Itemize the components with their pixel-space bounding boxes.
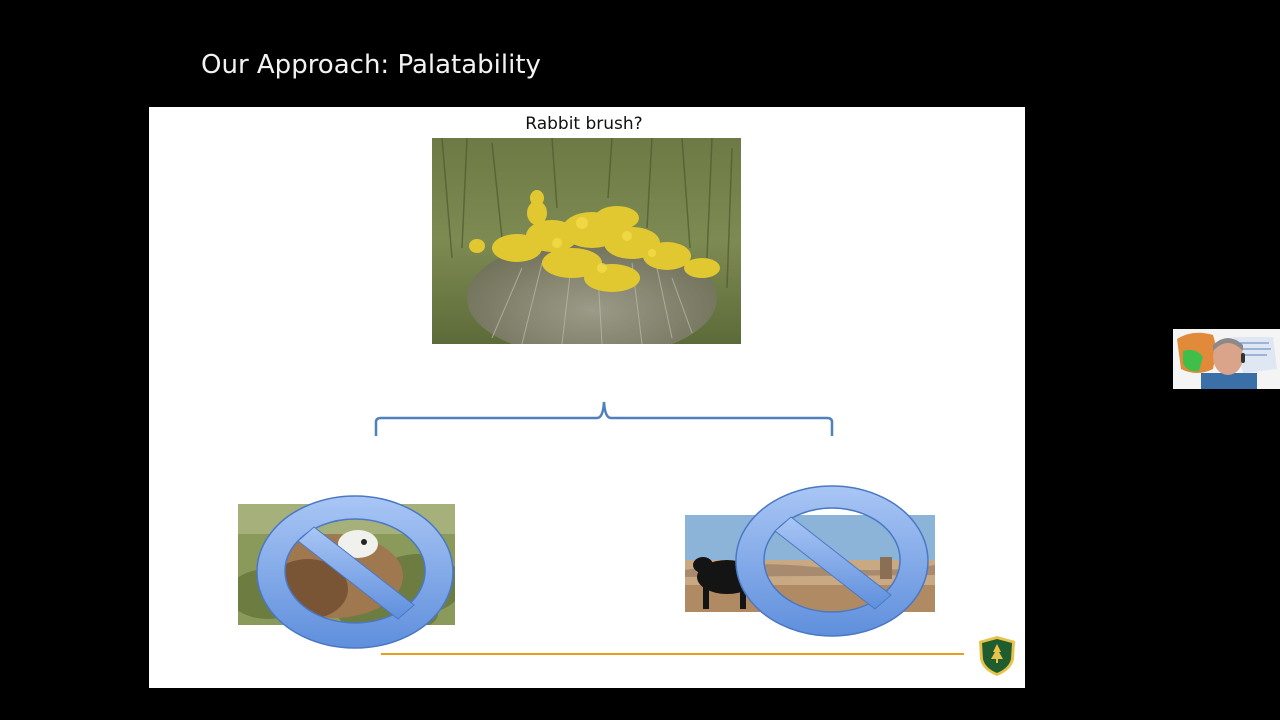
slide-title: Our Approach: Palatability: [201, 50, 541, 80]
presenter-webcam-thumbnail[interactable]: [1173, 329, 1280, 389]
curly-brace: [374, 401, 834, 436]
slide-caption: Rabbit brush?: [525, 114, 643, 134]
rabbit-brush-photo: [432, 138, 741, 344]
prohibit-icon: [735, 485, 929, 637]
footer-rule: [381, 653, 964, 655]
usda-forest-service-shield-logo: [979, 636, 1015, 676]
slide-canvas: Rabbit brush?: [149, 107, 1025, 688]
prohibit-icon: [256, 495, 454, 649]
